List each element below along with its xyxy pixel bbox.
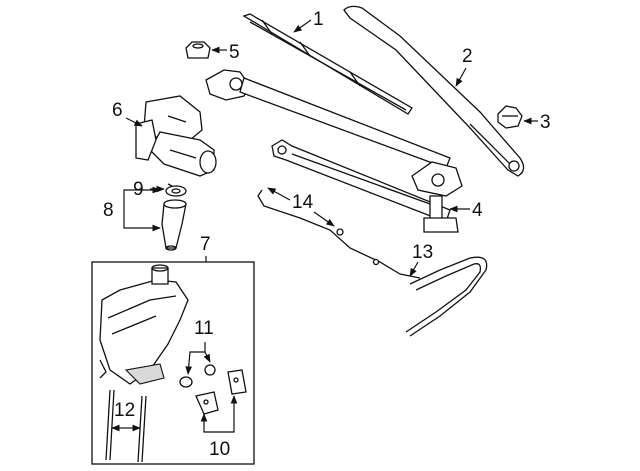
svg-text:11: 11 bbox=[194, 318, 214, 339]
washer-hose-long bbox=[405, 256, 488, 337]
callout-1: 1 bbox=[293, 9, 324, 33]
pump-grommet-right bbox=[204, 364, 216, 376]
callout-8: 8 bbox=[103, 186, 161, 232]
svg-text:7: 7 bbox=[200, 234, 211, 255]
callout-12: 12 bbox=[111, 400, 141, 432]
washer-pump-left bbox=[195, 391, 219, 415]
svg-text:1: 1 bbox=[313, 9, 324, 30]
wiper-arm bbox=[343, 5, 525, 177]
filler-neck bbox=[161, 199, 187, 251]
callout-3: 3 bbox=[523, 112, 551, 133]
svg-text:10: 10 bbox=[209, 439, 230, 460]
wiper-linkage bbox=[205, 69, 463, 233]
callout-10: 10 bbox=[200, 395, 238, 460]
pump-grommet-left bbox=[179, 376, 193, 388]
reservoir-box bbox=[91, 261, 255, 465]
washer-grommet bbox=[165, 183, 187, 197]
wiper-motor bbox=[135, 95, 217, 177]
svg-text:5: 5 bbox=[229, 42, 240, 63]
svg-text:14: 14 bbox=[292, 192, 314, 213]
pivot-cap bbox=[185, 41, 211, 59]
callout-11: 11 bbox=[185, 318, 214, 375]
callout-14: 14 bbox=[267, 187, 335, 227]
callout-6: 6 bbox=[112, 100, 143, 127]
svg-text:6: 6 bbox=[112, 100, 123, 121]
svg-text:4: 4 bbox=[472, 200, 483, 221]
wiper-blade bbox=[242, 13, 413, 115]
washer-hose bbox=[257, 189, 421, 279]
callout-5: 5 bbox=[211, 42, 240, 63]
washer-reservoir bbox=[99, 264, 189, 385]
svg-text:13: 13 bbox=[412, 242, 433, 263]
callout-13: 13 bbox=[409, 242, 433, 277]
svg-text:2: 2 bbox=[462, 46, 473, 67]
callout-7: 7 bbox=[200, 234, 211, 262]
callout-4: 4 bbox=[449, 200, 483, 221]
svg-text:3: 3 bbox=[540, 112, 551, 133]
callout-2: 2 bbox=[455, 46, 473, 87]
svg-text:8: 8 bbox=[103, 200, 114, 221]
svg-text:12: 12 bbox=[114, 400, 135, 421]
washer-pump-right bbox=[227, 369, 247, 395]
arm-nut bbox=[497, 105, 523, 129]
